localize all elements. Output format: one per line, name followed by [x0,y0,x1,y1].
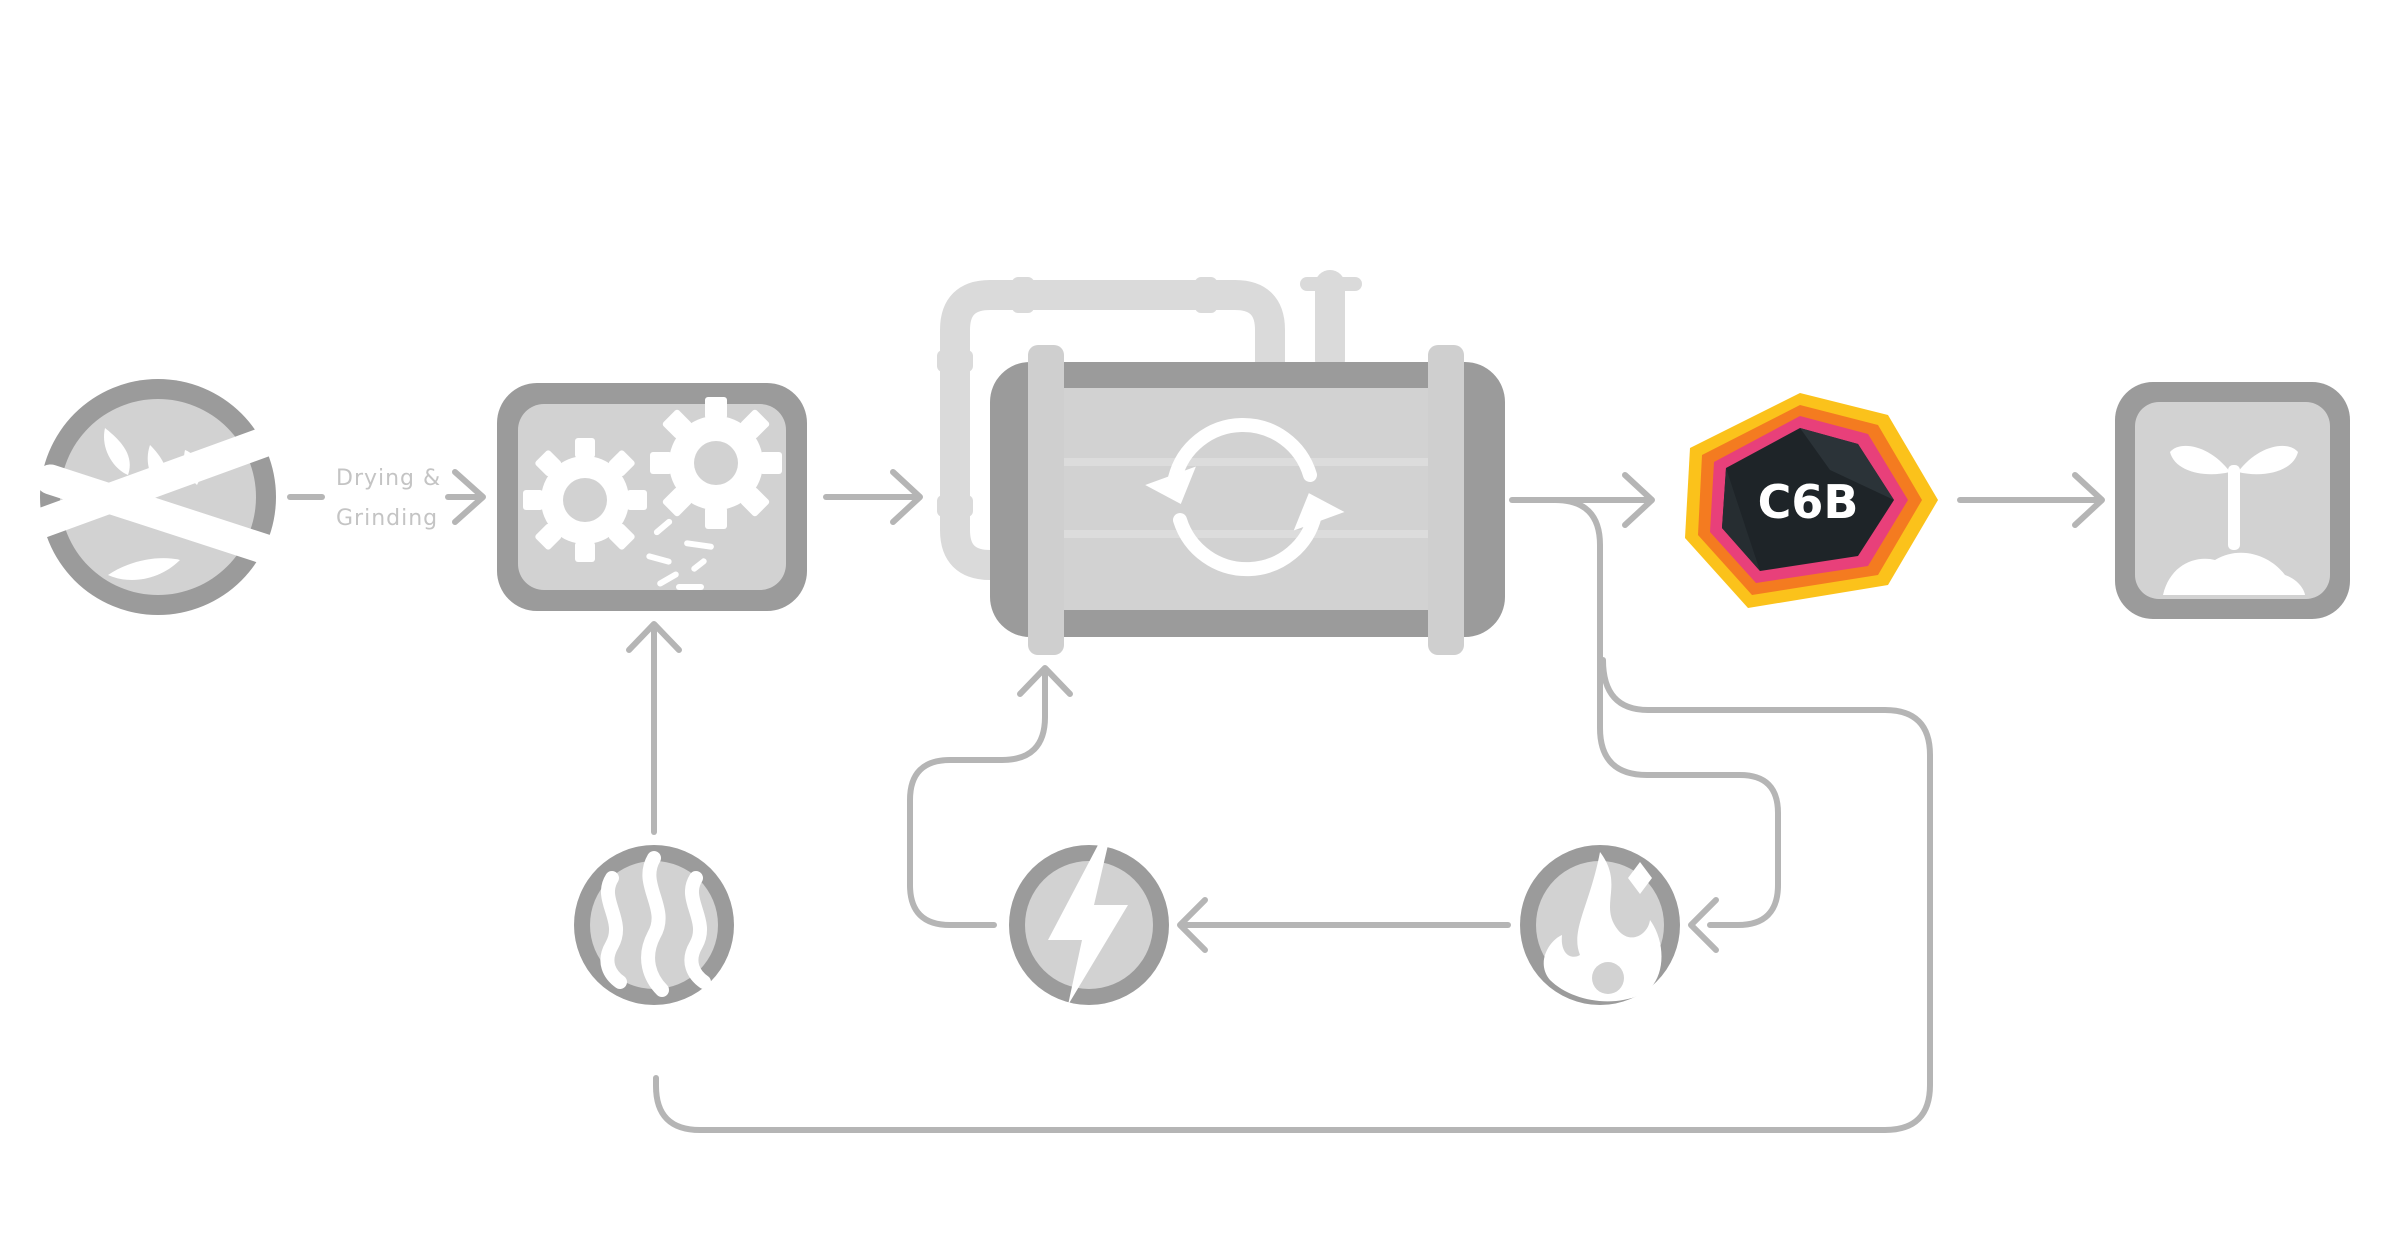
arrowhead-to-reactor [890,469,923,525]
drying-label-line1: Drying & [336,466,441,491]
wood-branch-icon [27,422,293,580]
connectors [287,469,2105,1133]
electricity-node [1009,845,1169,1005]
heat-waves-icon [600,851,711,997]
arrowhead-to-grinder [452,469,486,525]
connector-reactor-to-heat-loop [653,657,1933,1133]
arrowhead-up-to-reactor [1017,665,1073,697]
grinder-node [497,383,807,611]
syngas-node [1520,845,1680,1005]
arrowhead-to-application [2072,472,2105,528]
feedstock-node [27,379,293,615]
arrowhead-up-to-grinder [626,621,682,653]
flame-icon [1543,852,1662,1002]
arrowhead-to-product [1622,472,1655,528]
reactor-node [937,270,1505,655]
application-node [2115,382,2350,619]
reactor-pipes [940,270,1345,580]
arrowhead-to-syngas [1688,897,1719,953]
connector-electricity-to-reactor [907,669,1048,928]
product-badge: C6B [1685,393,1938,608]
connector-reactor-to-syngas [1552,497,1781,928]
sprout-icon [2163,445,2305,595]
lightning-icon [1048,845,1128,1005]
arrowhead-to-electricity [1177,897,1208,953]
gears-icon [523,397,782,590]
drying-label-line2: Grinding [336,506,438,531]
refresh-cycle-icon [1168,418,1322,577]
product-badge-label: C6B [1758,475,1859,529]
heat-node [574,845,734,1005]
